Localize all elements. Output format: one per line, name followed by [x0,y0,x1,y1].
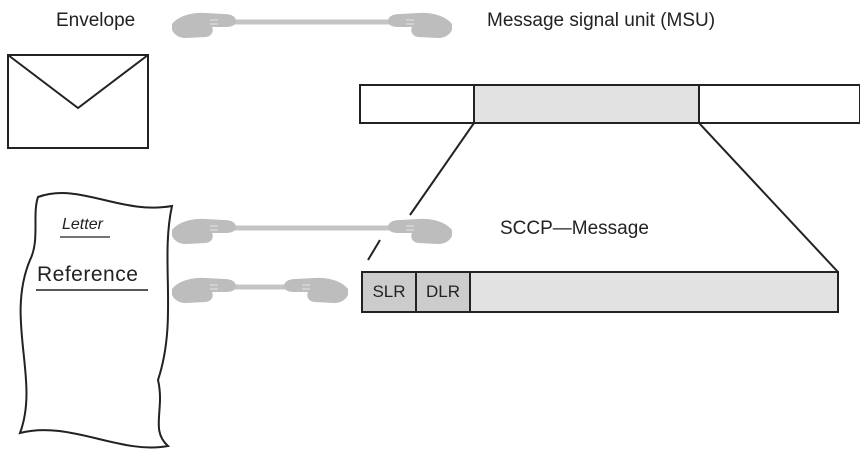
pointing-hand-left-icon [387,218,453,245]
msu-bar [359,84,860,124]
pointing-hand-left-icon [387,12,453,39]
expansion-lines [367,122,839,273]
sccp-message-label: SCCP—Message [500,218,649,239]
slr-label: SLR [372,282,406,301]
dlr-label: DLR [425,282,460,301]
msu-sccp-field [473,84,700,124]
letter-label: Letter [62,216,103,233]
pointing-hand-right-icon [171,277,237,304]
letter-to-sccp-connector [171,218,453,245]
letter-page-icon [18,192,174,449]
msu-label: Message signal unit (MSU) [487,10,716,31]
reference-to-slr-dlr-connector [171,277,349,304]
reference-label: Reference [37,263,139,286]
dlr-field [415,271,471,313]
sccp-message-bar [361,271,839,313]
pointing-hand-right-icon [171,12,237,39]
envelope-label: Envelope [56,10,136,31]
envelope-to-msu-connector [171,12,453,39]
envelope-icon [7,54,149,149]
pointing-hand-left-icon [283,277,349,304]
pointing-hand-right-icon [171,218,237,245]
